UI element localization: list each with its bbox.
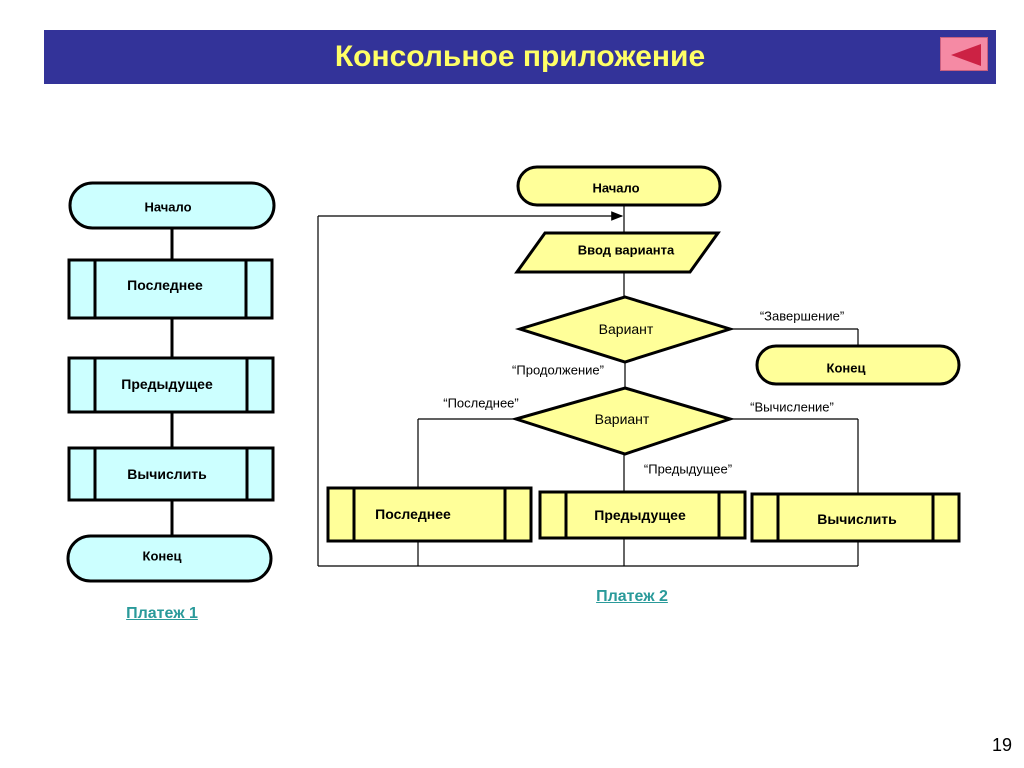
d2-process-last — [326, 486, 533, 543]
d2-end-label: Конец — [826, 360, 866, 376]
page-number: 19 — [991, 735, 1012, 755]
d2-input-parallelogram — [514, 231, 721, 274]
payment1-link[interactable]: Платеж 1 — [126, 605, 198, 622]
d2-finish-branch-label: “Завершение” — [759, 308, 845, 324]
d1-last-label: Последнее — [127, 277, 203, 293]
d2-input-label: Ввод варианта — [577, 242, 675, 258]
d2-prev-branch-label: “Предыдущее” — [643, 461, 733, 477]
d2-process-calc — [750, 492, 961, 543]
d1-end-label: Конец — [142, 548, 182, 564]
payment2-link[interactable]: Платеж 2 — [596, 588, 668, 605]
d2-calc-label: Вычислить — [817, 511, 897, 527]
d1-process-prev — [67, 356, 275, 414]
d2-prev-label: Предыдущее — [594, 507, 686, 523]
d2-decision-1 — [514, 295, 736, 364]
d1-process-last — [67, 258, 274, 320]
d2-process-prev — [538, 490, 747, 540]
d1-prev-label: Предыдущее — [121, 376, 213, 392]
d2-start-label: Начало — [592, 180, 640, 196]
page-title: Консольное приложение — [334, 40, 706, 73]
d2-start-terminal — [516, 165, 722, 207]
d2-last-branch-label: “Последнее” — [443, 395, 519, 411]
d2-decision1-label: Вариант — [598, 321, 654, 337]
d1-calc-label: Вычислить — [127, 466, 207, 482]
d2-continue-branch-label: “Продолжение” — [512, 362, 604, 378]
d1-start-label: Начало — [144, 199, 192, 215]
d2-decision-2 — [510, 386, 736, 456]
title-bar: Консольное приложение — [44, 30, 996, 84]
d2-decision2-label: Вариант — [594, 411, 650, 427]
d1-process-calc — [67, 446, 275, 502]
d2-last-label: Последнее — [375, 506, 451, 522]
d1-end-terminal — [66, 534, 273, 583]
d2-end-terminal — [755, 344, 961, 386]
d2-calc-branch-label: “Вычисление” — [750, 399, 834, 415]
d1-start-terminal — [68, 181, 276, 230]
back-button[interactable] — [940, 37, 988, 71]
back-triangle-icon — [951, 44, 981, 66]
